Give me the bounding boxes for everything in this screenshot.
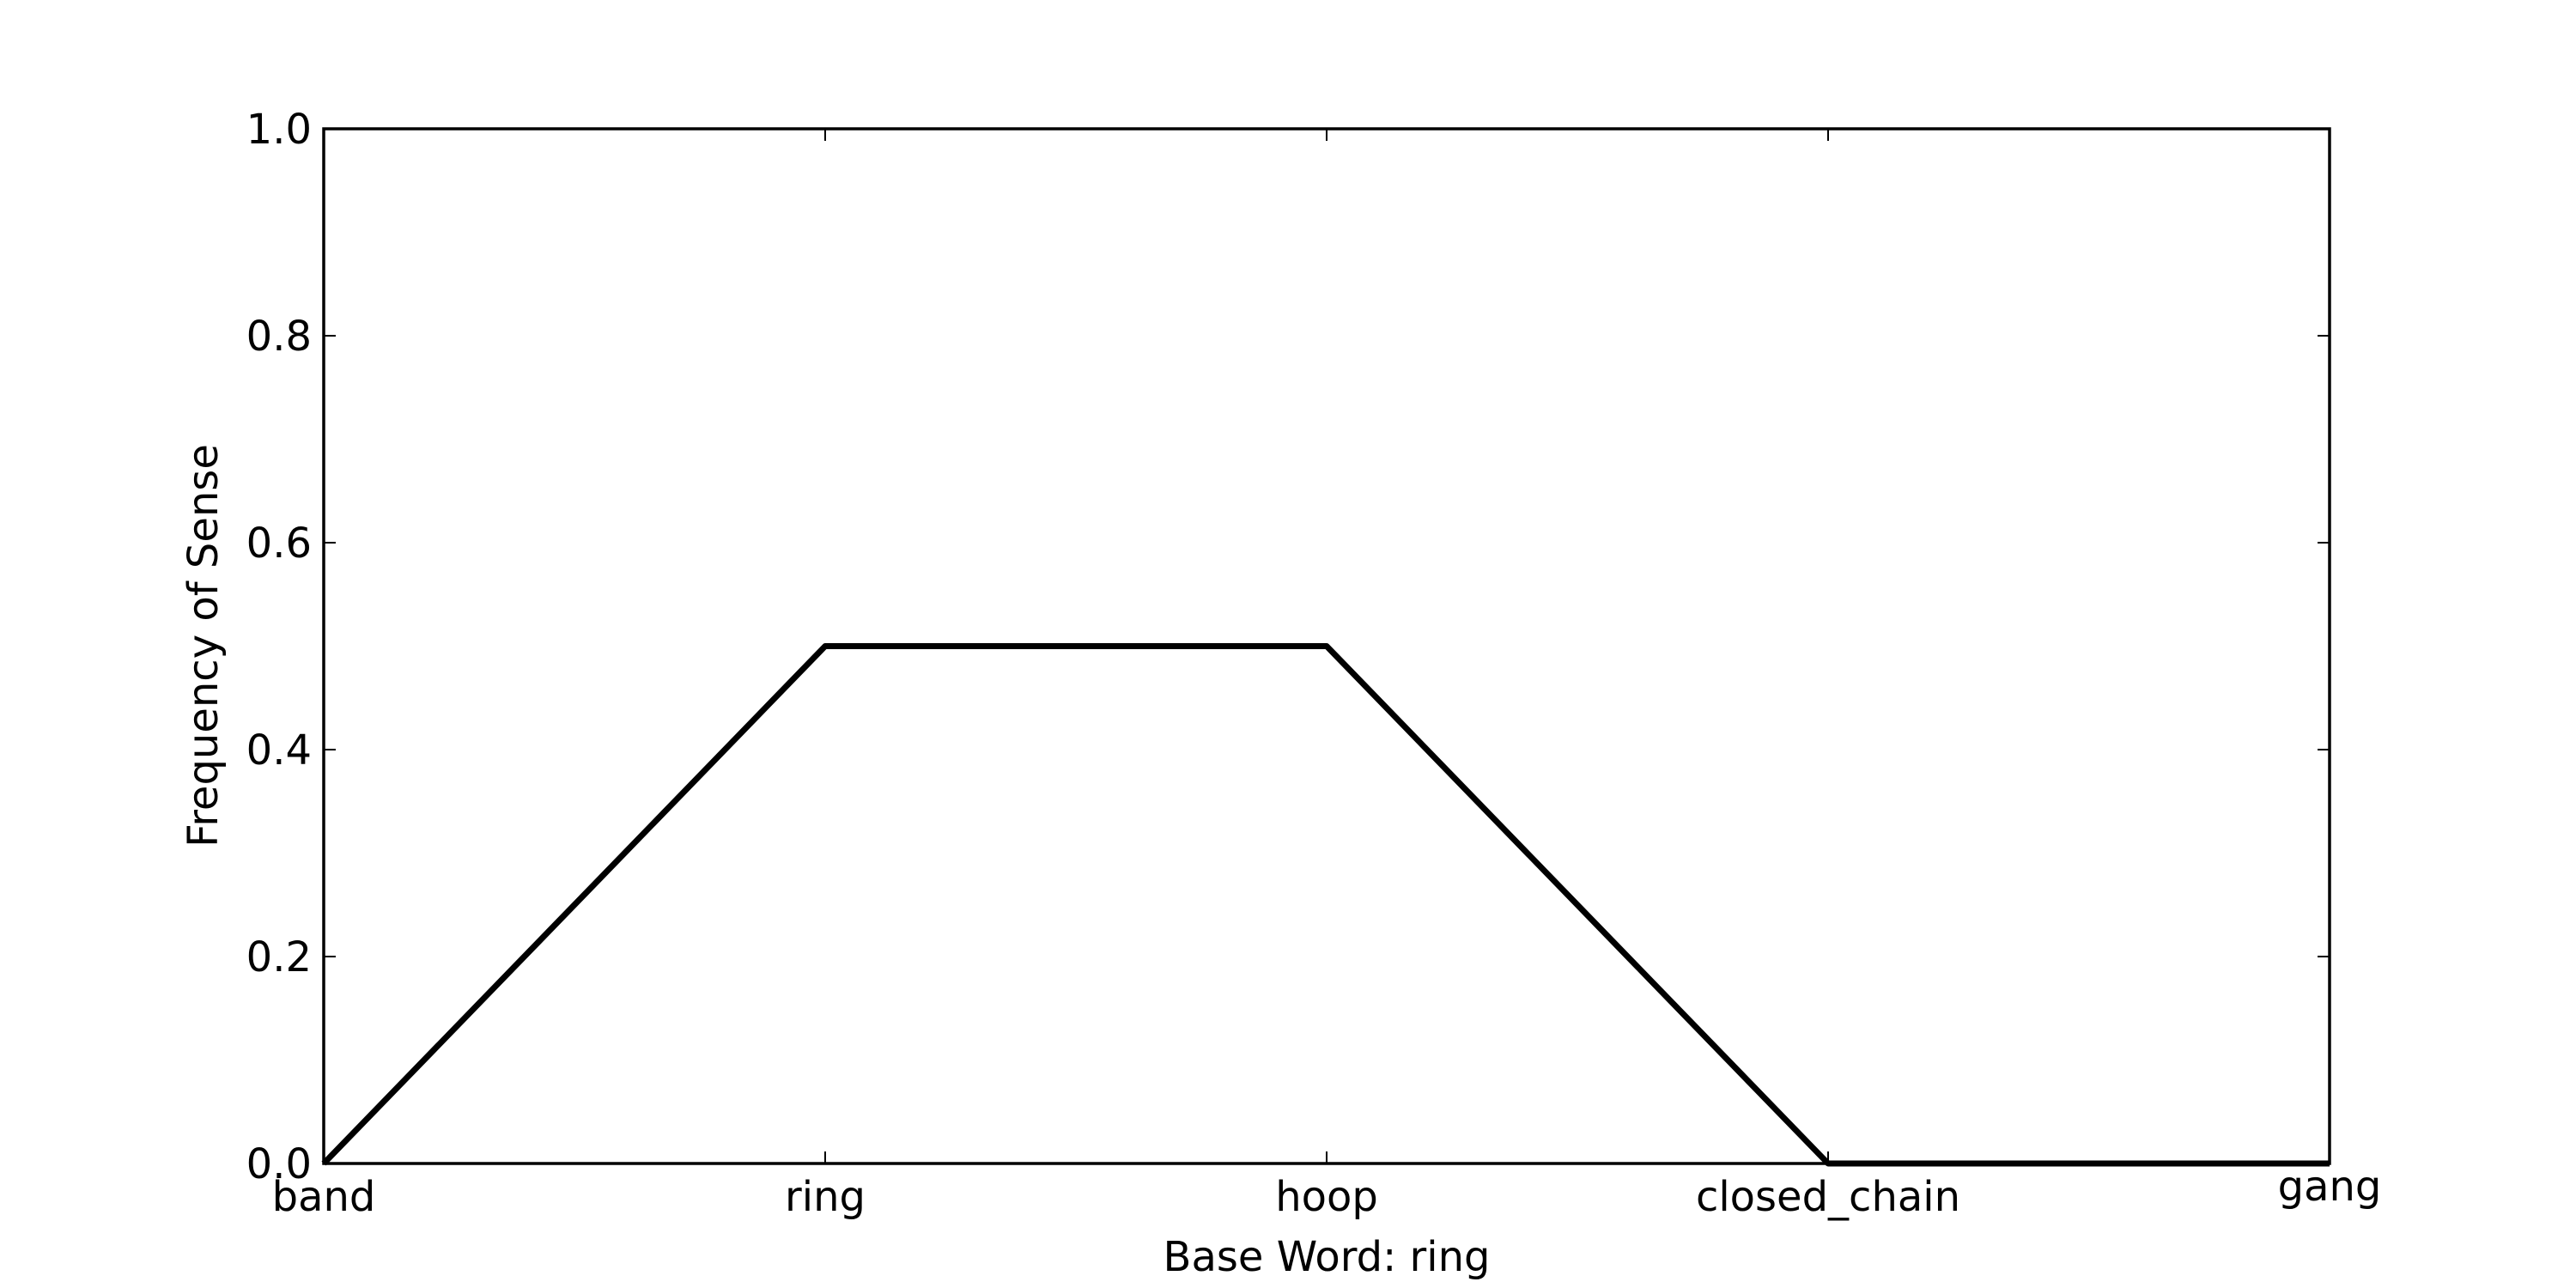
y-tick-labels: 0.0 0.2 0.4 0.6 0.8 1.0 (246, 106, 312, 1188)
y-tick-label: 0.0 (246, 1140, 312, 1188)
x-tick-labels: band ring hoop closed_chain gang (272, 1163, 2382, 1221)
y-tick-label: 0.2 (246, 933, 312, 981)
y-tick-label: 1.0 (246, 106, 312, 154)
x-tick-label: closed_chain (1696, 1173, 1960, 1221)
plot-frame (322, 127, 2331, 1165)
x-tick-label: hoop (1275, 1173, 1378, 1221)
x-tick-label: band (272, 1173, 376, 1221)
x-tick-label: ring (785, 1173, 866, 1221)
y-tick-label: 0.4 (246, 726, 312, 775)
x-axis-label: Base Word: ring (1163, 1233, 1491, 1281)
y-tick-label: 0.8 (246, 313, 312, 361)
x-tick-label: gang (2278, 1163, 2382, 1211)
y-axis-label: Frequency of Sense (179, 444, 228, 848)
y-tick-label: 0.6 (246, 519, 312, 568)
